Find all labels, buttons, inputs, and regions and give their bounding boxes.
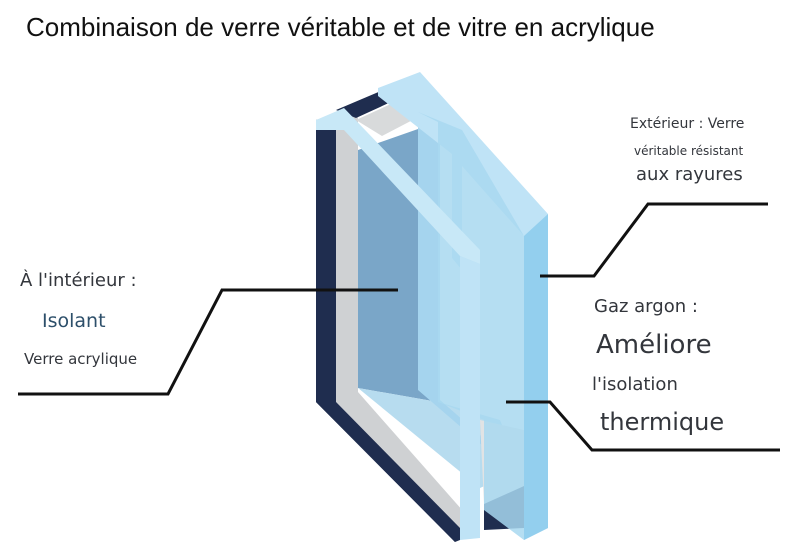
gas-line-2: l'isolation <box>592 374 678 395</box>
gas-line-3: thermique <box>600 408 725 436</box>
interior-heading: À l'intérieur : <box>20 270 137 291</box>
exterior-line-1: Extérieur : Verre <box>630 116 745 132</box>
gas-line-1: Améliore <box>596 330 712 360</box>
front-glass-strip <box>316 108 480 264</box>
interior-line-1: Isolant <box>42 310 106 332</box>
exterior-line-2: véritable résistant <box>634 144 744 158</box>
frame-grey-face <box>336 104 478 538</box>
outer-glass-pane <box>378 72 548 540</box>
gas-heading: Gaz argon : <box>594 296 698 317</box>
exterior-line-3: aux rayures <box>636 164 743 185</box>
interior-leader-line <box>18 288 398 396</box>
gas-leader-line <box>506 400 780 452</box>
front-bottom-edge <box>316 402 460 542</box>
outer-glass-edge <box>524 214 548 540</box>
front-glass-side <box>460 256 480 540</box>
exterior-leader-line <box>540 202 768 278</box>
page-title: Combinaison de verre véritable et de vit… <box>26 12 655 42</box>
interior-line-2: Verre acrylique <box>24 350 138 368</box>
